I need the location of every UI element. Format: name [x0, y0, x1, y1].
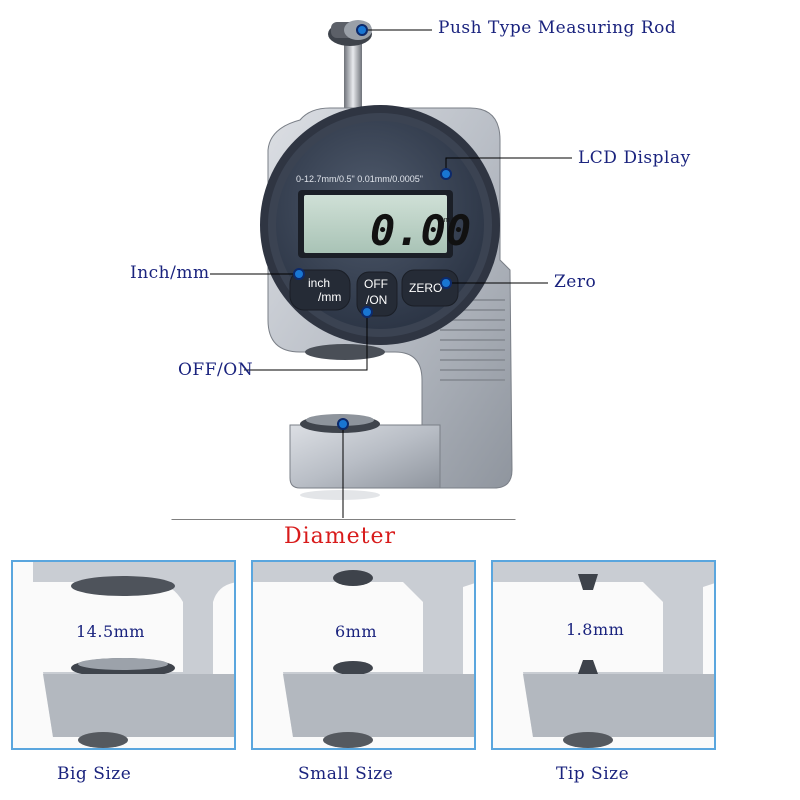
caption-small-size: Small Size — [298, 764, 394, 784]
svg-text:inch: inch — [308, 276, 330, 290]
panel-tip-size — [491, 560, 716, 750]
tip-anvil-illustration — [493, 562, 714, 748]
svg-text:/ON: /ON — [366, 293, 387, 307]
panel-big-size — [11, 560, 236, 750]
leader-lines — [171, 29, 572, 520]
zero-button[interactable]: ZERO — [401, 269, 459, 307]
svg-text:/mm: /mm — [318, 290, 341, 304]
off-on-button[interactable]: OFF /ON — [356, 271, 398, 317]
callout-zero: Zero — [554, 272, 597, 292]
diameter-title: Diameter — [284, 524, 397, 549]
range-label: 0-12.7mm/0.5" 0.01mm/0.0005" — [296, 174, 423, 184]
caption-tip-size: Tip Size — [556, 764, 630, 784]
thickness-gauge-illustration: 0-12.7mm/0.5" 0.01mm/0.0005" 0.00 mm inc… — [171, 20, 572, 520]
size-value-big: 14.5mm — [76, 622, 145, 641]
panel-small-size — [251, 560, 476, 750]
size-value-small: 6mm — [335, 622, 378, 641]
svg-text:ZERO: ZERO — [409, 281, 442, 295]
callout-off-on: OFF/ON — [178, 360, 254, 380]
callout-inch-mm: Inch/mm — [130, 263, 210, 283]
caption-big-size: Big Size — [57, 764, 132, 784]
big-anvil-illustration — [33, 562, 234, 748]
lcd-unit: mm — [438, 217, 450, 224]
small-anvil-illustration — [253, 562, 474, 748]
callout-measuring-rod: Push Type Measuring Rod — [438, 18, 677, 38]
svg-text:OFF: OFF — [364, 277, 388, 291]
lcd-screen: 0.00 mm — [298, 190, 471, 258]
inch-mm-button[interactable]: inch /mm — [289, 269, 351, 311]
lcd-reading: 0.00 — [370, 206, 471, 255]
callout-lcd-display: LCD Display — [578, 148, 691, 168]
size-value-tip: 1.8mm — [566, 620, 625, 639]
marker-dots — [293, 24, 452, 430]
